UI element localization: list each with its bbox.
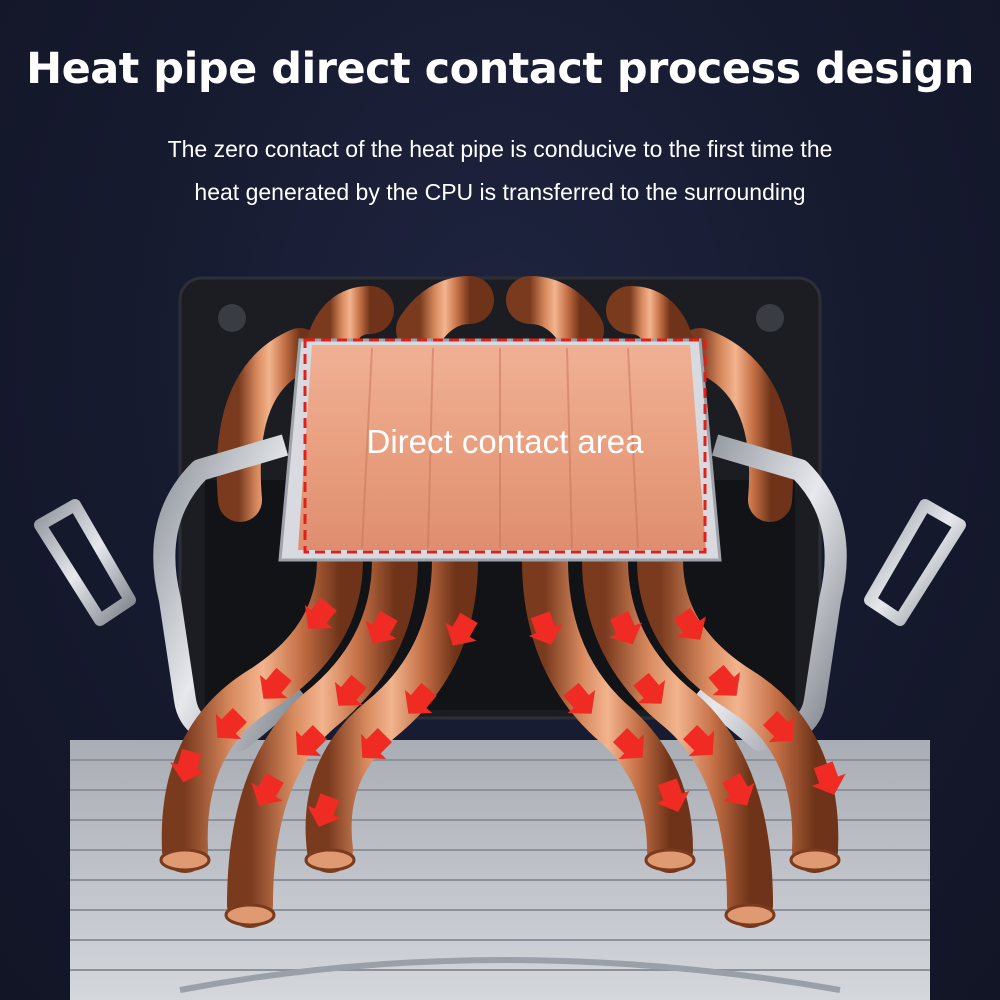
heat-flow-arrows <box>170 597 846 827</box>
heat-flow-arrow-icon <box>360 728 392 760</box>
heat-flow-arrow-icon <box>334 674 367 706</box>
pipe-ends <box>159 848 841 927</box>
page-subtitle: The zero contact of the heat pipe is con… <box>100 128 900 214</box>
heat-flow-arrow-icon <box>404 682 437 714</box>
heat-flow-arrow-icon <box>655 778 690 812</box>
heat-flow-arrow-icon <box>251 772 284 806</box>
heat-flow-arrow-icon <box>215 708 247 740</box>
heat-flow-arrow-icon <box>563 682 596 714</box>
heat-flow-arrow-icon <box>609 611 643 645</box>
heat-flow-arrow-icon <box>633 672 666 704</box>
heat-flow-arrow-icon <box>259 667 292 699</box>
heat-flow-arrow-icon <box>763 711 795 743</box>
heat-flow-arrow-icon <box>307 793 342 827</box>
page-title: Heat pipe direct contact process design <box>26 44 974 94</box>
heat-flow-arrow-icon <box>365 610 398 644</box>
direct-contact-label: Direct contact area <box>366 423 644 460</box>
heat-flow-arrow-icon <box>673 607 706 640</box>
heat-flow-arrow-icon <box>445 612 478 646</box>
heat-flow-arrow-icon <box>528 611 563 645</box>
heat-flow-arrow-icon <box>722 772 755 806</box>
heat-flow-arrow-icon <box>304 597 337 629</box>
contact-plate <box>298 338 707 554</box>
heat-flow-arrow-icon <box>613 728 645 760</box>
heat-flow-arrow-icon <box>170 748 205 783</box>
subtitle-line-2: heat generated by the CPU is transferred… <box>194 179 806 205</box>
heat-flow-arrow-icon <box>811 761 846 795</box>
heat-flow-arrow-icon <box>708 664 741 696</box>
heat-flow-arrow-icon <box>295 725 327 757</box>
subtitle-line-1: The zero contact of the heat pipe is con… <box>167 136 833 162</box>
heat-flow-arrow-icon <box>683 725 715 757</box>
direct-contact-highlight <box>303 338 707 554</box>
